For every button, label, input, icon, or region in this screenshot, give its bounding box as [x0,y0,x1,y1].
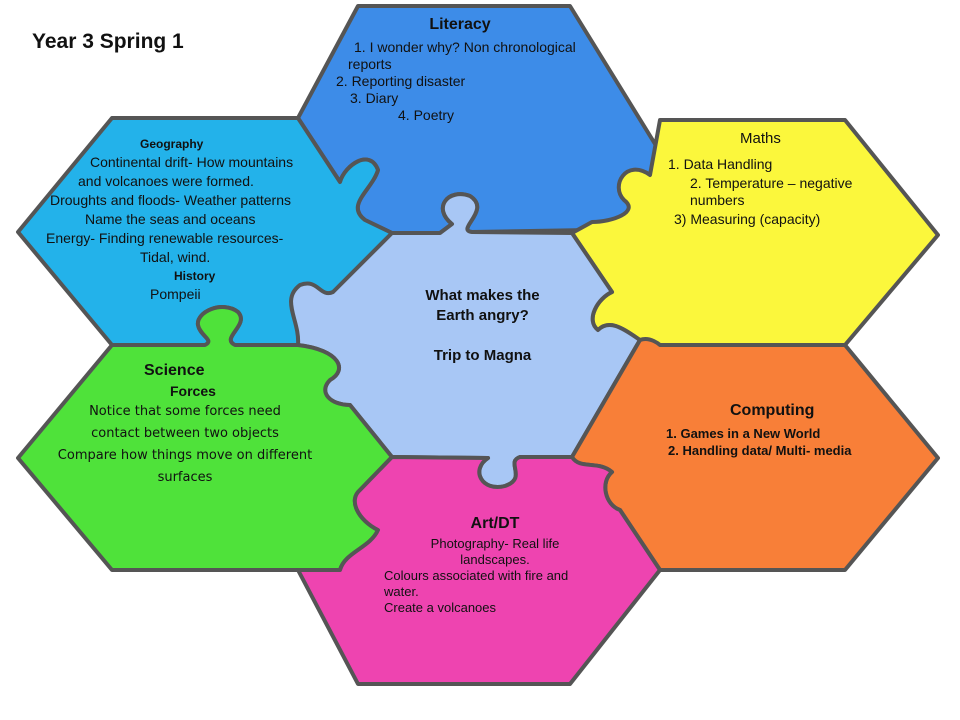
computing-item: 2. Handling data/ Multi- media [668,443,852,458]
artdt-item: Create a volcanoes [384,600,497,615]
geography-item: Energy- Finding renewable resources- [46,230,284,246]
page-title: Year 3 Spring 1 [32,30,184,53]
geography-item: Continental drift- How mountains [90,154,294,170]
maths-item: numbers [690,192,745,208]
literacy-item: 3. Diary [350,90,399,106]
artdt-piece [296,455,662,686]
literacy-item: 2. Reporting disaster [336,73,466,89]
geography-item: Droughts and floods- Weather patterns [50,192,291,208]
artdt-section: Art/DT Photography- Real life landscapes… [380,514,620,616]
geography-item: and volcanoes were formed. [78,173,254,189]
artdt-item: Photography- Real life [430,536,560,551]
science-subheading: Forces [170,383,216,399]
maths-item: 3) Measuring (capacity) [674,211,821,227]
science-item: Notice that some forces need [89,404,281,419]
computing-heading: Computing [730,402,815,419]
geography-item: Tidal, wind. [140,249,211,265]
literacy-section: Literacy 1. I wonder why? Non chronologi… [330,16,630,124]
science-heading: Science [144,362,205,379]
computing-item: 1. Games in a New World [666,426,821,441]
history-item: Pompeii [150,286,201,302]
history-heading: History [174,269,216,283]
artdt-item: landscapes. [460,552,530,567]
geography-item: Name the seas and oceans [85,211,256,227]
geography-section: Geography Continental drift- How mountai… [40,136,360,304]
computing-section: Computing 1. Games in a New World 2. Han… [664,402,924,459]
artdt-heading: Art/DT [470,515,520,532]
maths-item: 1. Data Handling [668,156,773,172]
science-item: contact between two objects [91,426,279,441]
science-item: Compare how things move on different [57,448,313,463]
maths-section: Maths 1. Data Handling 2. Temperature – … [668,130,928,228]
literacy-item: 4. Poetry [398,107,455,123]
science-section: Science Forces Notice that some forces n… [40,362,360,489]
literacy-item: 1. I wonder why? Non chronological [354,39,576,55]
center-trip: Trip to Magna [433,347,532,364]
literacy-item: reports [348,56,392,72]
maths-heading: Maths [740,130,781,147]
artdt-item: water. [384,584,419,599]
center-question-line2: Earth angry? [436,307,529,324]
literacy-heading: Literacy [429,16,491,33]
geography-heading: Geography [140,137,204,151]
artdt-item: Colours associated with fire and [384,568,569,583]
center-section: What makes the Earth angry? Trip to Magn… [380,286,585,366]
science-item: surfaces [157,470,213,485]
center-question-line1: What makes the [425,287,540,304]
maths-item: 2. Temperature – negative [690,175,853,191]
